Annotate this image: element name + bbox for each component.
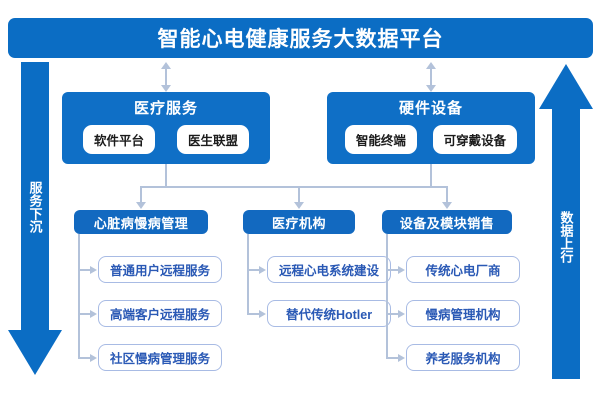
group-pill-row: 智能终端 可穿戴设备	[327, 122, 535, 154]
group-pill-row: 软件平台 医生联盟	[62, 122, 270, 154]
group-hardware-devices[interactable]: 硬件设备 智能终端 可穿戴设备	[327, 92, 535, 164]
branch-device-module-sales[interactable]: 设备及模块销售	[382, 210, 512, 234]
connector-arrowhead-down-icon	[161, 85, 171, 92]
connector-line	[165, 66, 167, 88]
page-title: 智能心电健康服务大数据平台	[157, 28, 444, 51]
connector-arrowhead-down-icon	[442, 202, 452, 209]
connector-arrowhead-right-icon	[90, 309, 97, 318]
service-sinking-label: 服务下沉	[27, 181, 43, 233]
data-uplink-label: 数据上行	[558, 211, 574, 263]
connector-arrowhead-right-icon	[259, 265, 266, 274]
group-medical-services[interactable]: 医疗服务 软件平台 医生联盟	[62, 92, 270, 164]
branch-chronic-heart-disease-management[interactable]: 心脏病慢病管理	[74, 210, 208, 234]
connector-arrowhead-up-icon	[426, 62, 436, 69]
arrow-shaft	[21, 62, 49, 332]
pill-smart-terminal[interactable]: 智能终端	[344, 125, 417, 154]
branch-medical-institutions[interactable]: 医疗机构	[243, 210, 355, 234]
connector-arrowhead-down-icon	[294, 202, 304, 209]
arrow-head-up-icon	[539, 64, 593, 109]
connector-line	[78, 269, 91, 271]
leaf-replace-traditional-holter[interactable]: 替代传统Hotler	[267, 300, 391, 327]
pill-doctor-alliance[interactable]: 医生联盟	[176, 125, 249, 154]
connector-spine	[247, 234, 249, 313]
connector-spine	[78, 234, 80, 357]
connector-arrowhead-down-icon	[136, 202, 146, 209]
connector-line	[386, 313, 399, 315]
connector-line	[78, 313, 91, 315]
leaf-chronic-care-institutions[interactable]: 慢病管理机构	[406, 300, 520, 327]
leaf-elderly-care-institutions[interactable]: 养老服务机构	[406, 344, 520, 371]
connector-line	[247, 313, 260, 315]
group-title: 医疗服务	[133, 100, 198, 117]
connector-bus	[140, 186, 447, 188]
pill-wearable-device[interactable]: 可穿戴设备	[432, 125, 518, 154]
connector-arrowhead-right-icon	[398, 309, 405, 318]
platform-title-bar: 智能心电健康服务大数据平台	[8, 18, 593, 58]
arrow-head-down-icon	[8, 330, 62, 375]
leaf-remote-ecg-system-construction[interactable]: 远程心电系统建设	[267, 256, 391, 283]
connector-arrowhead-down-icon	[426, 85, 436, 92]
connector-line	[247, 269, 260, 271]
leaf-premium-customer-remote-service[interactable]: 高端客户远程服务	[98, 300, 222, 327]
connector-arrowhead-right-icon	[398, 353, 405, 362]
connector-arrowhead-right-icon	[90, 353, 97, 362]
connector-line	[446, 186, 448, 203]
connector-arrowhead-right-icon	[398, 265, 405, 274]
pill-software-platform[interactable]: 软件平台	[82, 125, 155, 154]
leaf-community-chronic-care-service[interactable]: 社区慢病管理服务	[98, 344, 222, 371]
connector-line	[298, 186, 300, 203]
leaf-general-user-remote-service[interactable]: 普通用户远程服务	[98, 256, 222, 283]
connector-line	[430, 66, 432, 88]
connector-arrowhead-right-icon	[90, 265, 97, 274]
connector-arrowhead-right-icon	[259, 309, 266, 318]
connector-line	[140, 186, 142, 203]
connector-line	[78, 357, 91, 359]
connector-line	[386, 357, 399, 359]
connector-spine	[386, 234, 388, 357]
group-title: 硬件设备	[398, 100, 463, 117]
connector-arrowhead-up-icon	[161, 62, 171, 69]
connector-line	[430, 164, 432, 186]
data-uplink-arrow: 数据上行	[539, 62, 593, 382]
connector-line	[165, 164, 167, 186]
connector-line	[386, 269, 399, 271]
leaf-traditional-ecg-manufacturers[interactable]: 传统心电厂商	[406, 256, 520, 283]
service-sinking-arrow: 服务下沉	[8, 62, 62, 382]
arrow-shaft	[552, 107, 580, 379]
